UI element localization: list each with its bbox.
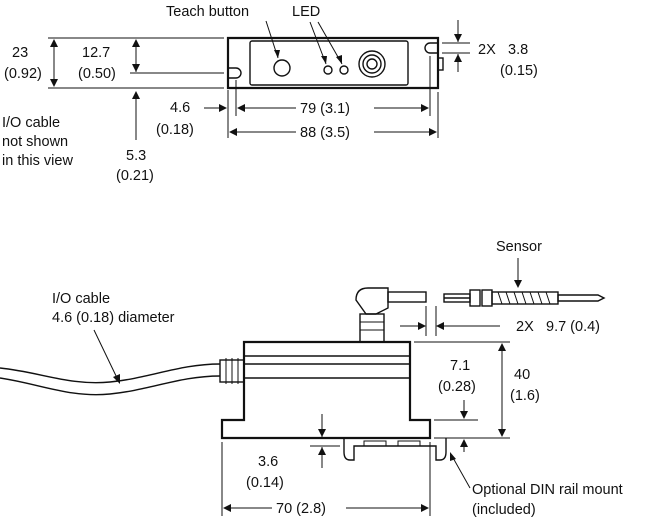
height-in-label: (0.92) (4, 66, 42, 82)
base-arrow-left (223, 504, 231, 512)
side-height-arrow-down (498, 429, 506, 437)
sensor-label: Sensor (496, 239, 542, 255)
hole-spacing-label: 79 (3.1) (300, 101, 350, 117)
rail-mm-label: 3.6 (258, 454, 278, 470)
step-arrow-up (460, 439, 468, 447)
io-cable-note-line-3: in this view (2, 153, 73, 169)
top-connector-inner (366, 58, 378, 70)
height-arrow-down (50, 79, 58, 87)
overall-length-arrow-left (229, 128, 237, 136)
connector-elbow (355, 287, 389, 315)
hole-edge-in-label: (0.18) (156, 122, 194, 138)
led-1 (323, 65, 333, 75)
rail-arrow-down (318, 429, 326, 437)
height-mm-label: 23 (12, 45, 28, 61)
din-rail-leader (451, 455, 471, 489)
hole-edge-mm-label: 4.6 (170, 100, 190, 116)
teach-button (273, 59, 291, 77)
overall-length-label: 88 (3.5) (300, 125, 350, 141)
hole-vertical-arrow (132, 91, 140, 99)
sensor-thread-pattern (497, 291, 551, 305)
led-2 (339, 65, 349, 75)
led-arrowhead-1 (321, 56, 327, 64)
io-cable-arrowhead (113, 374, 120, 384)
side-tab (437, 57, 444, 71)
connector-length-prefix-label: 2X (516, 319, 534, 335)
io-cable-label-line-2: 4.6 (0.18) diameter (52, 310, 175, 326)
hole-dia-prefix-label: 2X (478, 42, 496, 58)
side-height-mm-label: 40 (514, 367, 530, 383)
io-cable-note-line-1: I/O cable (2, 115, 60, 131)
io-cable-upper (0, 363, 221, 384)
connector-length-arrow-right (436, 322, 444, 330)
top-connector-mid (362, 54, 382, 74)
side-view-housing-outline (220, 340, 432, 440)
base-arrow-right (421, 504, 429, 512)
top-connector-outer (358, 50, 386, 78)
sensor-probe-tip (557, 294, 606, 302)
teach-button-arrowhead (274, 50, 280, 58)
hole-edge-arrow (219, 104, 227, 112)
hole-dia-in-label: (0.15) (500, 63, 538, 79)
din-rail-label-line-2: (included) (472, 502, 536, 518)
io-cable-note-line-2: not shown (2, 134, 68, 150)
connector-length-label: 9.7 (0.4) (546, 319, 600, 335)
din-rail-slot-2 (397, 440, 421, 447)
rail-in-label: (0.14) (246, 475, 284, 491)
step-mm-label: 7.1 (450, 358, 470, 374)
hole-dia-mm-label: 3.8 (508, 42, 528, 58)
hole-spacing-arrow-right (421, 104, 429, 112)
side-height-in-label: (1.6) (510, 388, 540, 404)
side-height-arrow-up (498, 343, 506, 351)
side-view: Sensor I/O cable 4.6 (0.18) diameter 2X … (0, 239, 623, 518)
top-view: Teach button LED 23 (0.92) 12.7 (0.50) 5… (2, 4, 538, 184)
led-arrowhead-2 (336, 55, 342, 64)
sensor-nut-2 (481, 289, 493, 307)
io-cable-lower (0, 375, 221, 396)
connector-nut (359, 313, 385, 343)
hole-offset-mm-label: 12.7 (82, 45, 110, 61)
sensor-nut-1 (469, 289, 481, 307)
rail-arrow-up (318, 447, 326, 455)
hole-spacing-arrow-left (237, 104, 245, 112)
hole-offset-arrow-up (132, 39, 140, 47)
hole-vertical-in-label: (0.21) (116, 168, 154, 184)
din-rail-slot-1 (363, 440, 387, 447)
step-in-label: (0.28) (438, 379, 476, 395)
right-mounting-slot (424, 42, 438, 54)
teach-button-label: Teach button (166, 4, 249, 20)
left-mounting-slot (228, 67, 242, 79)
io-cable-label-line-1: I/O cable (52, 291, 110, 307)
hole-dia-arrow-up (454, 54, 462, 62)
led-label: LED (292, 4, 320, 20)
base-length-label: 70 (2.8) (276, 501, 326, 517)
hole-vertical-mm-label: 5.3 (126, 148, 146, 164)
connector-lead (387, 291, 427, 303)
hole-dia-arrow-down (454, 34, 462, 42)
step-arrow-down (460, 411, 468, 419)
hole-offset-in-label: (0.50) (78, 66, 116, 82)
height-arrow-up (50, 39, 58, 47)
hole-offset-arrow-down (132, 64, 140, 72)
din-rail-arrowhead (450, 452, 456, 461)
din-rail-clip (343, 438, 447, 461)
overall-length-arrow-right (429, 128, 437, 136)
connector-length-arrow-left (418, 322, 426, 330)
top-view-housing-outline (226, 36, 440, 90)
din-rail-label-line-1: Optional DIN rail mount (472, 482, 623, 498)
io-cable-leader (93, 329, 119, 381)
sensor-arrowhead (514, 280, 522, 288)
